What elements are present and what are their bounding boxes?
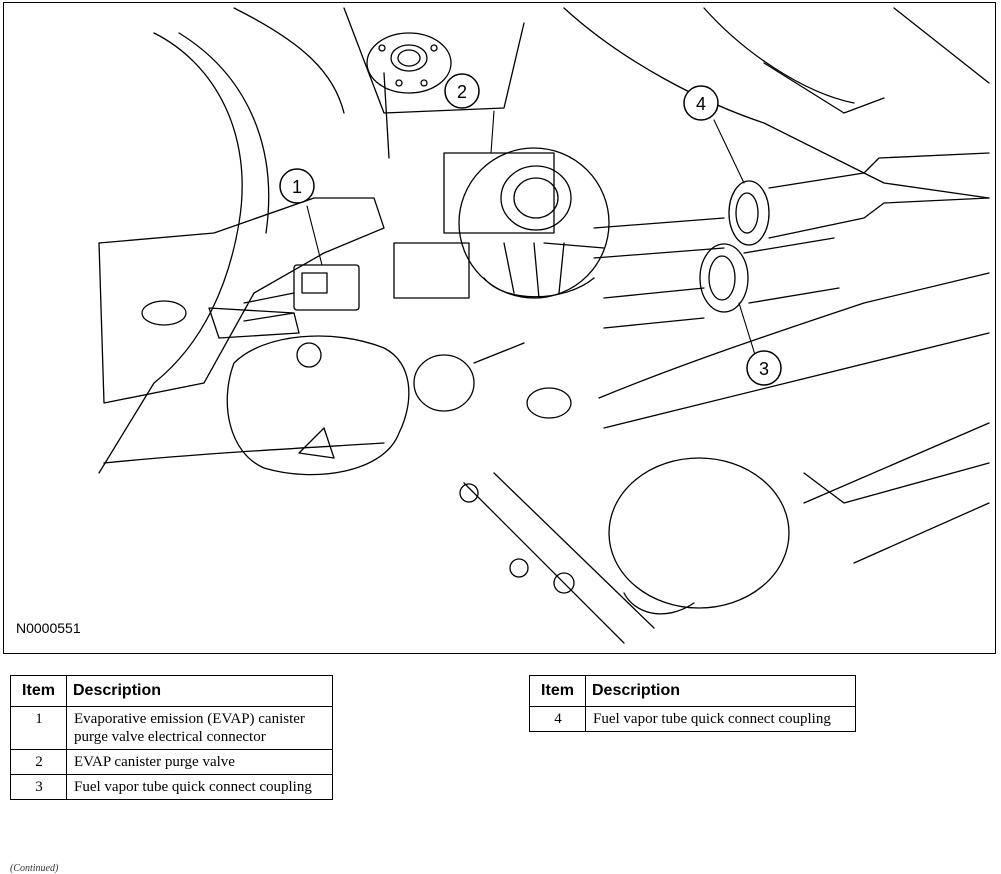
body-contour-line bbox=[383, 72, 390, 159]
body-contour-line bbox=[543, 242, 605, 249]
grommet-hole-inner bbox=[397, 49, 421, 67]
table-row: 2 EVAP canister purge valve bbox=[10, 749, 333, 775]
legend-table-right: Item Description 4 Fuel vapor tube quick… bbox=[529, 675, 856, 732]
callout-4: 4 bbox=[683, 85, 719, 121]
body-contour-line bbox=[853, 502, 990, 564]
engine-diagram-figure: 1 2 3 4 N0000551 bbox=[3, 2, 996, 654]
callout-2: 2 bbox=[444, 73, 480, 109]
callout-4-label: 4 bbox=[696, 94, 706, 114]
purge-valve-connector-port bbox=[393, 242, 470, 299]
body-contour-line bbox=[98, 32, 243, 474]
purge-valve-body bbox=[458, 147, 610, 299]
leader-line-2 bbox=[490, 110, 495, 154]
body-contour-line bbox=[563, 7, 990, 199]
purge-valve-cap-inner bbox=[513, 177, 559, 219]
vapor-tube-end bbox=[413, 354, 475, 412]
hinge-bolt bbox=[553, 572, 575, 594]
column-header-description: Description bbox=[66, 675, 333, 707]
item-description: Fuel vapor tube quick connect coupling bbox=[585, 706, 856, 732]
mounting-bracket bbox=[98, 197, 385, 404]
callout-2-label: 2 bbox=[457, 82, 467, 102]
purge-valve-rib bbox=[503, 242, 565, 299]
callout-1: 1 bbox=[279, 168, 315, 204]
body-contour-line bbox=[763, 62, 885, 114]
bracket-slot bbox=[208, 307, 300, 339]
floor-grommet bbox=[526, 387, 572, 419]
body-contour-line bbox=[178, 32, 270, 234]
vapor-tube bbox=[593, 217, 725, 259]
item-description: Fuel vapor tube quick connect coupling bbox=[66, 774, 333, 800]
evap-purge-valve-illustration: 1 2 3 4 bbox=[98, 7, 990, 644]
grommet-bolt bbox=[420, 79, 428, 87]
vapor-line-3 bbox=[743, 237, 840, 304]
hinge-bolt bbox=[509, 558, 529, 578]
grommet-plate bbox=[366, 32, 452, 94]
table-header-row: Item Description bbox=[529, 675, 856, 707]
battery-cap-shadow bbox=[623, 592, 695, 615]
leader-line-3 bbox=[738, 302, 757, 359]
purge-valve-skirt bbox=[483, 277, 595, 298]
item-description: EVAP canister purge valve bbox=[66, 749, 333, 775]
body-contour-line bbox=[803, 422, 990, 504]
continued-note: (Continued) bbox=[10, 863, 59, 874]
connector-wire bbox=[243, 292, 295, 322]
quick-connect-coupling-4 bbox=[728, 180, 770, 246]
hinge-bar bbox=[463, 472, 655, 644]
grommet-bolt bbox=[430, 44, 438, 52]
warning-triangle-icon bbox=[298, 427, 335, 459]
column-header-item: Item bbox=[529, 675, 586, 707]
table-header-row: Item Description bbox=[10, 675, 333, 707]
grommet-hole bbox=[390, 44, 428, 72]
column-header-item: Item bbox=[10, 675, 67, 707]
callout-3: 3 bbox=[746, 350, 782, 386]
connector-lock-tab bbox=[301, 272, 328, 294]
body-contour-line bbox=[603, 332, 990, 429]
vapor-tube bbox=[603, 287, 705, 329]
battery-cap bbox=[608, 457, 790, 609]
grommet-bolt bbox=[395, 79, 403, 87]
body-contour-line bbox=[343, 7, 525, 114]
electrical-connector bbox=[293, 264, 360, 311]
hinge-bolt bbox=[459, 483, 479, 503]
bracket-hole bbox=[141, 300, 187, 326]
item-number: 1 bbox=[10, 706, 67, 750]
table-row: 3 Fuel vapor tube quick connect coupling bbox=[10, 774, 333, 800]
vapor-tube-end-link bbox=[473, 342, 525, 364]
body-contour-line bbox=[103, 442, 385, 464]
table-row: 1 Evaporative emission (EVAP) canister p… bbox=[10, 706, 333, 750]
purge-valve-cap bbox=[500, 165, 572, 231]
coupling-4-bore bbox=[735, 192, 759, 234]
leader-line-4 bbox=[713, 119, 745, 184]
body-contour-line bbox=[893, 7, 990, 84]
body-contour-line bbox=[233, 7, 345, 114]
callout-3-label: 3 bbox=[759, 359, 769, 379]
cap-symbol bbox=[296, 342, 322, 368]
column-header-description: Description bbox=[585, 675, 856, 707]
leader-line-1 bbox=[306, 205, 323, 266]
callout-1-label: 1 bbox=[292, 177, 302, 197]
grommet-bolt bbox=[378, 44, 386, 52]
item-description: Evaporative emission (EVAP) canister pur… bbox=[66, 706, 333, 750]
figure-id: N0000551 bbox=[16, 620, 81, 636]
body-contour-line bbox=[703, 7, 855, 104]
purge-valve-bracket bbox=[443, 152, 555, 234]
table-row: 4 Fuel vapor tube quick connect coupling bbox=[529, 706, 856, 732]
vapor-line-4 bbox=[768, 152, 990, 239]
body-contour-line bbox=[598, 272, 990, 399]
item-number: 2 bbox=[10, 749, 67, 775]
item-number: 4 bbox=[529, 706, 586, 732]
quick-connect-coupling-3 bbox=[699, 243, 749, 313]
item-number: 3 bbox=[10, 774, 67, 800]
legend-table-left: Item Description 1 Evaporative emission … bbox=[10, 675, 333, 800]
coupling-3-bore bbox=[708, 255, 736, 301]
reservoir-cap bbox=[226, 335, 410, 476]
body-contour-line bbox=[803, 462, 990, 504]
